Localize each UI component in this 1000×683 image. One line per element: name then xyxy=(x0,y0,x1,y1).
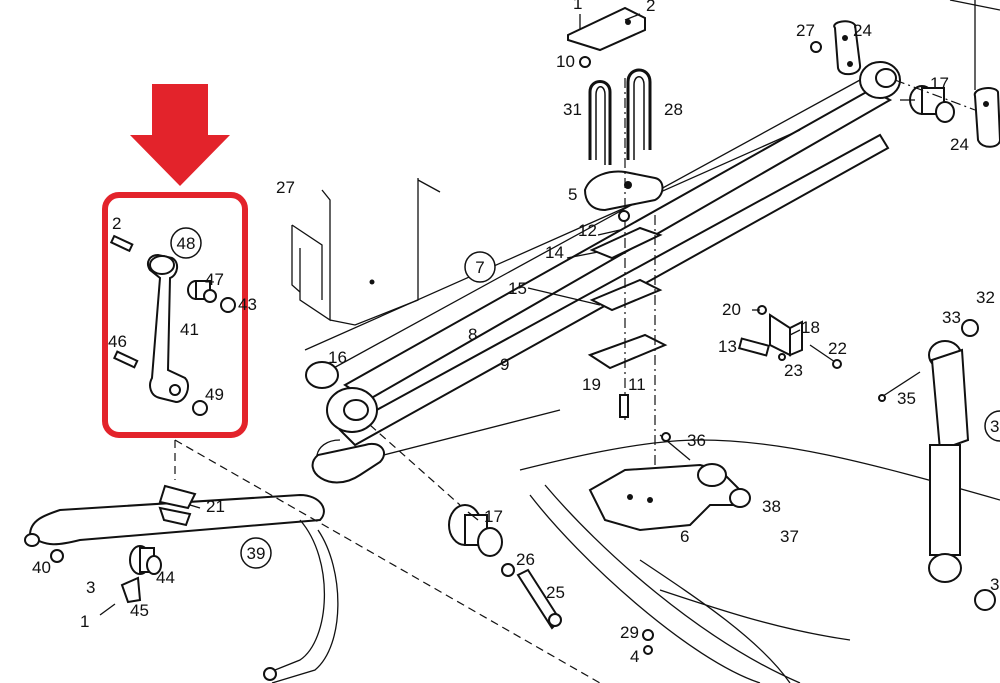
svg-text:30: 30 xyxy=(990,417,1000,436)
svg-text:16: 16 xyxy=(328,348,347,367)
svg-text:2: 2 xyxy=(646,0,655,15)
bushing-44 xyxy=(129,545,162,575)
frame-bracket xyxy=(291,178,441,326)
svg-text:10: 10 xyxy=(556,52,575,71)
svg-text:3: 3 xyxy=(990,575,999,594)
svg-text:46: 46 xyxy=(108,332,127,351)
svg-text:13: 13 xyxy=(718,337,737,356)
top-plate-2 xyxy=(567,6,646,52)
svg-text:47: 47 xyxy=(205,270,224,289)
svg-text:17: 17 xyxy=(484,507,503,526)
svg-text:11: 11 xyxy=(628,375,646,394)
highlight-frame xyxy=(102,192,248,438)
svg-text:33: 33 xyxy=(942,308,961,327)
bushing-16 xyxy=(305,361,339,389)
part-labels: 1 2 10 31 28 5 12 14 15 8 9 16 19 11 27 … xyxy=(32,0,999,666)
svg-text:48: 48 xyxy=(177,234,196,253)
svg-text:36: 36 xyxy=(687,431,706,450)
nut-43[interactable] xyxy=(220,297,236,313)
svg-text:18: 18 xyxy=(801,318,820,337)
bushing-17-front xyxy=(448,504,503,557)
spring-seat-5 xyxy=(583,170,664,212)
u-bolt-28 xyxy=(626,68,652,160)
svg-text:39: 39 xyxy=(247,544,266,563)
svg-text:40: 40 xyxy=(32,558,51,577)
nut-49[interactable] xyxy=(192,400,208,416)
svg-text:9: 9 xyxy=(500,355,509,374)
svg-text:7: 7 xyxy=(475,258,484,277)
bolt-46[interactable] xyxy=(113,350,139,369)
svg-text:37: 37 xyxy=(780,527,799,546)
shackle-24-right xyxy=(973,87,1000,148)
svg-text:12: 12 xyxy=(578,221,597,240)
spring-plate-6 xyxy=(588,463,751,532)
axle-housing xyxy=(519,439,1000,683)
pad-14 xyxy=(589,226,663,260)
svg-text:43: 43 xyxy=(238,295,257,314)
svg-text:6: 6 xyxy=(680,527,689,546)
svg-text:20: 20 xyxy=(722,300,741,319)
bracket-18 xyxy=(769,313,803,357)
svg-text:1: 1 xyxy=(573,0,582,13)
svg-text:38: 38 xyxy=(762,497,781,516)
stabilizer-bar-39 xyxy=(28,493,339,683)
bolt-25 xyxy=(516,568,562,630)
svg-text:5: 5 xyxy=(568,185,577,204)
svg-text:29: 29 xyxy=(620,623,639,642)
svg-text:25: 25 xyxy=(546,583,565,602)
svg-text:21: 21 xyxy=(206,497,225,516)
u-bolt-31 xyxy=(588,80,612,165)
svg-text:24: 24 xyxy=(950,135,969,154)
svg-text:23: 23 xyxy=(784,361,803,380)
bushing-17-rear xyxy=(909,85,955,123)
bracket-45 xyxy=(120,576,142,604)
shock-absorber xyxy=(928,340,970,583)
callout-48: 48 xyxy=(170,227,202,259)
svg-text:14: 14 xyxy=(545,243,564,262)
spring-eye-front xyxy=(326,387,378,433)
svg-text:41: 41 xyxy=(180,320,199,339)
leader-lines xyxy=(189,13,915,521)
svg-text:31: 31 xyxy=(563,100,582,119)
bolt-2-left[interactable] xyxy=(109,234,134,253)
svg-text:44: 44 xyxy=(156,568,175,587)
svg-text:4: 4 xyxy=(630,647,639,666)
svg-text:1: 1 xyxy=(80,612,89,631)
svg-text:2: 2 xyxy=(112,214,121,233)
svg-text:24: 24 xyxy=(853,21,872,40)
svg-text:27: 27 xyxy=(796,21,815,40)
callout-30: 30 xyxy=(984,410,1000,442)
pad-15 xyxy=(589,278,663,312)
svg-text:3: 3 xyxy=(86,578,95,597)
svg-text:8: 8 xyxy=(468,325,477,344)
svg-text:45: 45 xyxy=(130,601,149,620)
red-pointer-arrow xyxy=(130,84,230,186)
svg-text:15: 15 xyxy=(508,279,527,298)
callout-39: 39 xyxy=(240,537,272,569)
clamp-21 xyxy=(158,484,197,527)
shackle-24-top xyxy=(833,20,862,76)
bushing-47[interactable] xyxy=(187,280,217,303)
svg-text:22: 22 xyxy=(828,339,847,358)
callout-7: 7 xyxy=(464,251,496,283)
svg-text:19: 19 xyxy=(582,375,601,394)
svg-text:28: 28 xyxy=(664,100,683,119)
pad-19 xyxy=(587,333,668,370)
svg-text:35: 35 xyxy=(897,389,916,408)
svg-text:32: 32 xyxy=(976,288,995,307)
svg-text:27: 27 xyxy=(276,178,295,197)
spring-eye-rear xyxy=(859,61,901,99)
svg-text:49: 49 xyxy=(205,385,224,404)
svg-text:26: 26 xyxy=(516,550,535,569)
stabilizer-link-41[interactable] xyxy=(147,253,189,404)
svg-text:17: 17 xyxy=(930,74,949,93)
